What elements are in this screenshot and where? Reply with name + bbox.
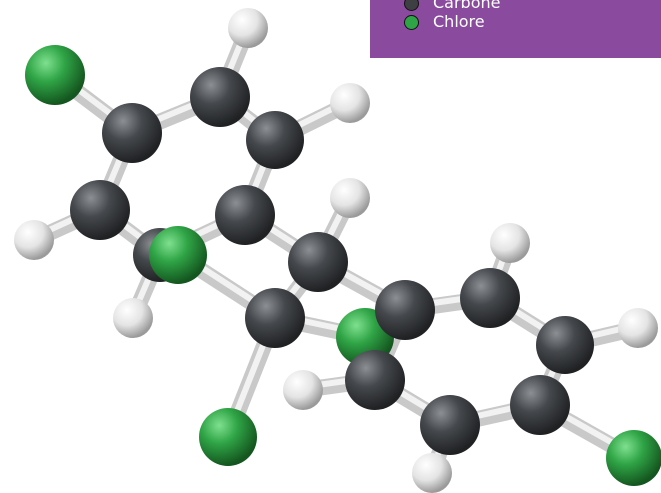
chlorine-atom-cl2 [149,226,207,284]
hydrogen-atom-h9 [412,453,452,493]
chlorine-atom-cl4 [199,408,257,466]
carbon-atom-c9 [375,280,435,340]
chlorine-atom-cl5 [606,430,661,486]
legend-item-carbon: Carbone [404,0,661,12]
chlorine-swatch-icon [404,14,419,30]
legend: Carbone Chlore [370,0,661,58]
hydrogen-atom-h2 [330,83,370,123]
atoms-layer [14,8,661,493]
carbon-atom-c1 [102,103,162,163]
carbon-atom-c8 [245,288,305,348]
carbon-atom-c11 [536,316,594,374]
carbon-atom-c4 [215,185,275,245]
carbon-atom-c13 [420,395,480,455]
carbon-atom-c12 [510,375,570,435]
legend-label-carbon: Carbone [433,0,501,12]
carbon-atom-c10 [460,268,520,328]
carbon-atom-c6 [70,180,130,240]
carbon-atom-c3 [246,111,304,169]
chlorine-atom-cl1 [25,45,85,105]
hydrogen-atom-h5 [330,178,370,218]
carbon-atom-c7 [288,232,348,292]
legend-label-chlorine: Chlore [433,12,485,31]
hydrogen-atom-h4 [113,298,153,338]
carbon-atom-c2 [190,67,250,127]
hydrogen-atom-h1 [228,8,268,48]
hydrogen-atom-h8 [283,370,323,410]
hydrogen-atom-h7 [618,308,658,348]
carbon-atom-c14 [345,350,405,410]
hydrogen-atom-h3 [14,220,54,260]
legend-item-chlorine: Chlore [404,10,661,34]
hydrogen-atom-h6 [490,223,530,263]
carbon-swatch-icon [404,0,419,11]
